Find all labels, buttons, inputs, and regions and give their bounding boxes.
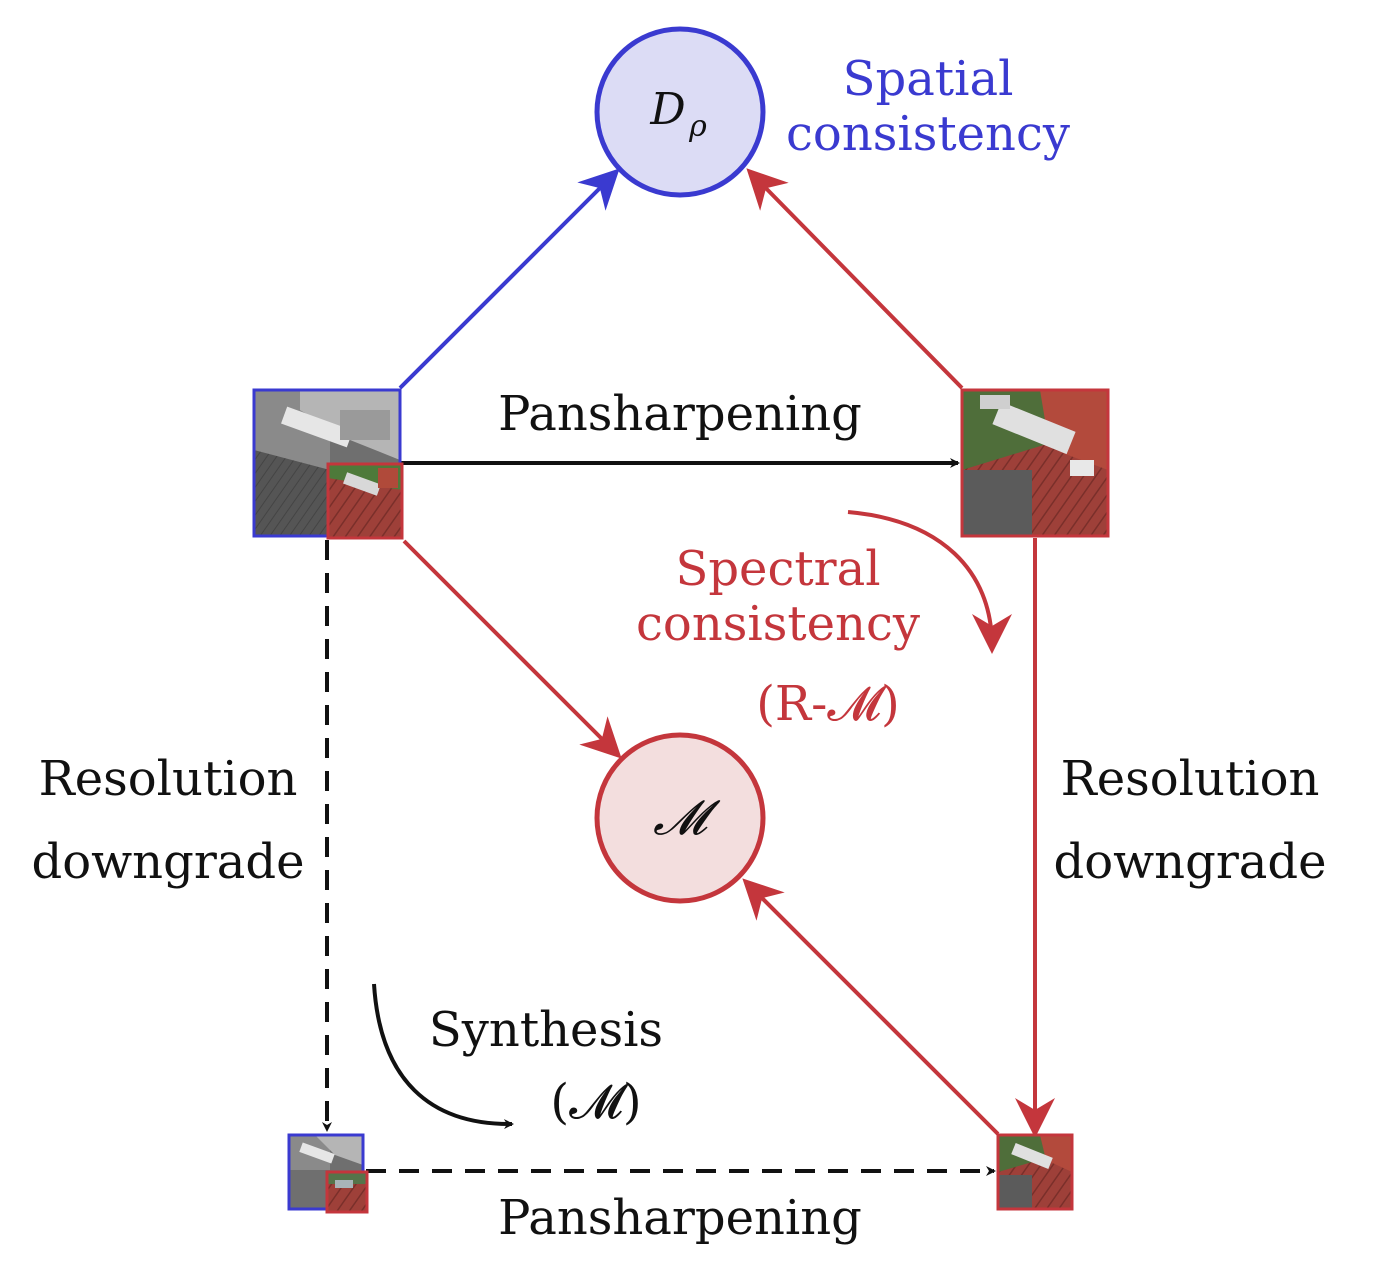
synthesis-label-line1: Synthesis [429, 1002, 663, 1058]
resolution-downgrade-right-line1: Resolution [1061, 751, 1320, 807]
pansharpening-bottom-label: Pansharpening [498, 1190, 862, 1246]
arrow-spectral-curve [847, 510, 1012, 654]
small-pan-ms-image [287, 1133, 369, 1214]
ms-inset-image [326, 462, 404, 540]
node-d-rho: D ρ [594, 26, 766, 198]
small-ms-inset-image [325, 1170, 369, 1214]
spectral-consistency-label-line1: Spectral [675, 541, 880, 597]
spectral-consistency-label-line2: consistency [636, 596, 920, 652]
arrow-small-fused-to-m [742, 878, 1000, 1136]
small-fused-output-image [996, 1133, 1074, 1211]
d-rho-subscript: ρ [688, 109, 707, 144]
node-m: 𝓜 [594, 732, 766, 904]
fused-output-image [960, 388, 1110, 538]
pan-ms-input-image [252, 388, 404, 540]
arrow-fused-to-drho [746, 168, 964, 390]
synthesis-label-line2: (𝓜) [550, 1074, 641, 1130]
spatial-consistency-label-line1: Spatial [843, 51, 1014, 107]
arrow-synthesis-curve [372, 983, 514, 1130]
resolution-downgrade-right-line2: downgrade [1053, 834, 1326, 890]
pansharpening-top-label: Pansharpening [498, 386, 862, 442]
arrow-ms-to-m [402, 539, 622, 759]
resolution-downgrade-left-line2: downgrade [31, 834, 304, 890]
spatial-consistency-label-line2: consistency [786, 106, 1070, 162]
arrow-pan-to-drho [398, 168, 620, 390]
spectral-consistency-label-line3: (R-𝓜) [756, 676, 900, 732]
d-rho-label: D [649, 84, 685, 135]
resolution-downgrade-left-line1: Resolution [39, 751, 298, 807]
